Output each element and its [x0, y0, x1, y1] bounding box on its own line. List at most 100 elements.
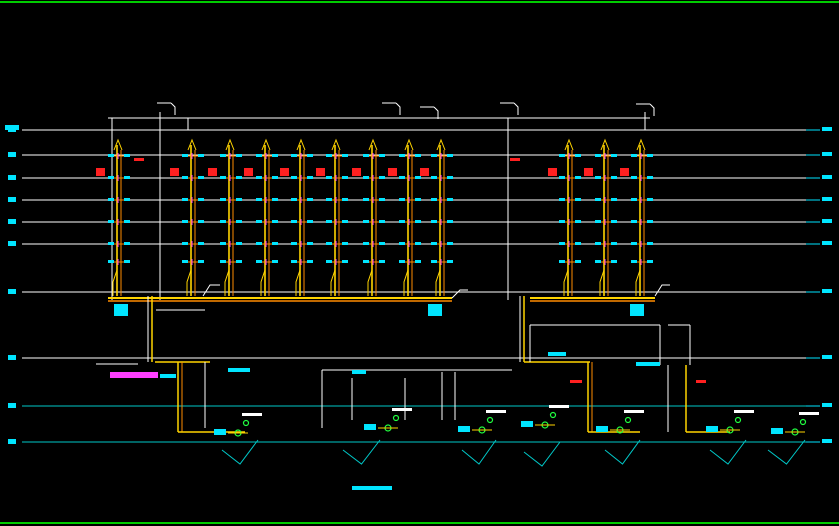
fixture-symbol: [342, 242, 348, 245]
pump-body: [596, 426, 608, 432]
pipe-label-block: [548, 168, 557, 176]
riser-offset: [563, 269, 569, 296]
valve-symbol: [549, 411, 557, 419]
level-marker-right: [822, 219, 832, 223]
fixture-symbol: [291, 198, 297, 201]
fixture-symbol: [611, 154, 617, 157]
fixture-symbol: [124, 242, 130, 245]
fixture-symbol: [431, 220, 437, 223]
roof-label-leader: [513, 102, 519, 115]
fixture-symbol: [647, 242, 653, 245]
equipment-label: [228, 368, 250, 372]
fixture-symbol: [108, 154, 114, 157]
fixture-symbol: [198, 242, 204, 245]
fixture-symbol: [595, 198, 601, 201]
sump-pit-mark: [461, 439, 497, 465]
riser-offset: [330, 269, 336, 296]
fixture-symbol: [326, 198, 332, 201]
riser-offset: [112, 269, 118, 296]
pump-label-bar: [392, 408, 412, 411]
pipe-label-block: [280, 168, 289, 176]
fixture-symbol: [272, 198, 278, 201]
level-marker-right: [822, 355, 832, 359]
fixture-symbol: [326, 176, 332, 179]
equipment-block: [428, 304, 442, 316]
fixture-symbol: [326, 154, 332, 157]
fixture-symbol: [575, 154, 581, 157]
fixture-symbol: [182, 198, 188, 201]
riser-offset: [403, 269, 409, 296]
riser-cap: [261, 138, 271, 151]
fixture-symbol: [272, 154, 278, 157]
roof-label-leader: [433, 106, 439, 119]
fixture-symbol: [379, 198, 385, 201]
fixture-symbol: [611, 176, 617, 179]
fixture-symbol: [647, 176, 653, 179]
sump-pit-mark: [767, 439, 806, 465]
fixture-symbol: [326, 242, 332, 245]
level-marker-right: [822, 127, 832, 131]
right-label-2: [636, 362, 660, 366]
fixture-symbol: [108, 260, 114, 263]
roof-label-leader: [170, 102, 176, 115]
fixture-symbol: [326, 260, 332, 263]
fixture-symbol: [220, 154, 226, 157]
level-marker-left: [8, 289, 16, 294]
fixture-symbol: [363, 260, 369, 263]
fixture-symbol: [220, 198, 226, 201]
level-marker-right: [822, 175, 832, 179]
fixture-symbol: [256, 260, 262, 263]
pipe-label-block: [134, 158, 144, 161]
pump-label-bar: [734, 410, 754, 413]
riser-cap: [187, 138, 197, 151]
level-marker-right: [822, 439, 832, 443]
fixture-symbol: [182, 260, 188, 263]
riser-cap: [113, 138, 123, 151]
fixture-symbol: [256, 198, 262, 201]
fixture-symbol: [182, 220, 188, 223]
fixture-symbol: [272, 242, 278, 245]
pipe-label-block: [620, 168, 629, 176]
fixture-symbol: [236, 198, 242, 201]
fixture-symbol: [447, 242, 453, 245]
fixture-symbol: [220, 260, 226, 263]
fixture-symbol: [124, 198, 130, 201]
fixture-symbol: [307, 260, 313, 263]
fixture-symbol: [631, 260, 637, 263]
fixture-symbol: [256, 176, 262, 179]
right-red-label: [696, 380, 706, 383]
fixture-symbol: [307, 242, 313, 245]
fixture-symbol: [342, 176, 348, 179]
pump-body: [521, 421, 533, 427]
fixture-symbol: [559, 154, 565, 157]
fixture-symbol: [559, 198, 565, 201]
fixture-symbol: [631, 220, 637, 223]
fixture-symbol: [559, 260, 565, 263]
fixture-symbol: [326, 220, 332, 223]
sump-pit-mark: [604, 439, 641, 465]
fixture-symbol: [631, 198, 637, 201]
fixture-symbol: [108, 176, 114, 179]
pipe-label-block: [510, 158, 520, 161]
level-marker-right: [822, 241, 832, 245]
fixture-symbol: [256, 242, 262, 245]
pump-label: [160, 374, 176, 378]
pipe-label-block: [96, 168, 105, 176]
fixture-symbol: [415, 154, 421, 157]
fixture-symbol: [431, 260, 437, 263]
fixture-symbol: [399, 198, 405, 201]
fixture-symbol: [415, 260, 421, 263]
fixture-symbol: [559, 176, 565, 179]
equipment-block: [114, 304, 128, 316]
fixture-symbol: [559, 242, 565, 245]
fixture-symbol: [447, 198, 453, 201]
level-marker-left: [8, 219, 16, 224]
fixture-symbol: [575, 176, 581, 179]
level-marker-right: [822, 289, 832, 293]
valve-symbol: [242, 419, 250, 427]
fixture-symbol: [363, 242, 369, 245]
pump-body: [364, 424, 376, 430]
riser-offset: [224, 269, 230, 296]
fixture-symbol: [256, 220, 262, 223]
